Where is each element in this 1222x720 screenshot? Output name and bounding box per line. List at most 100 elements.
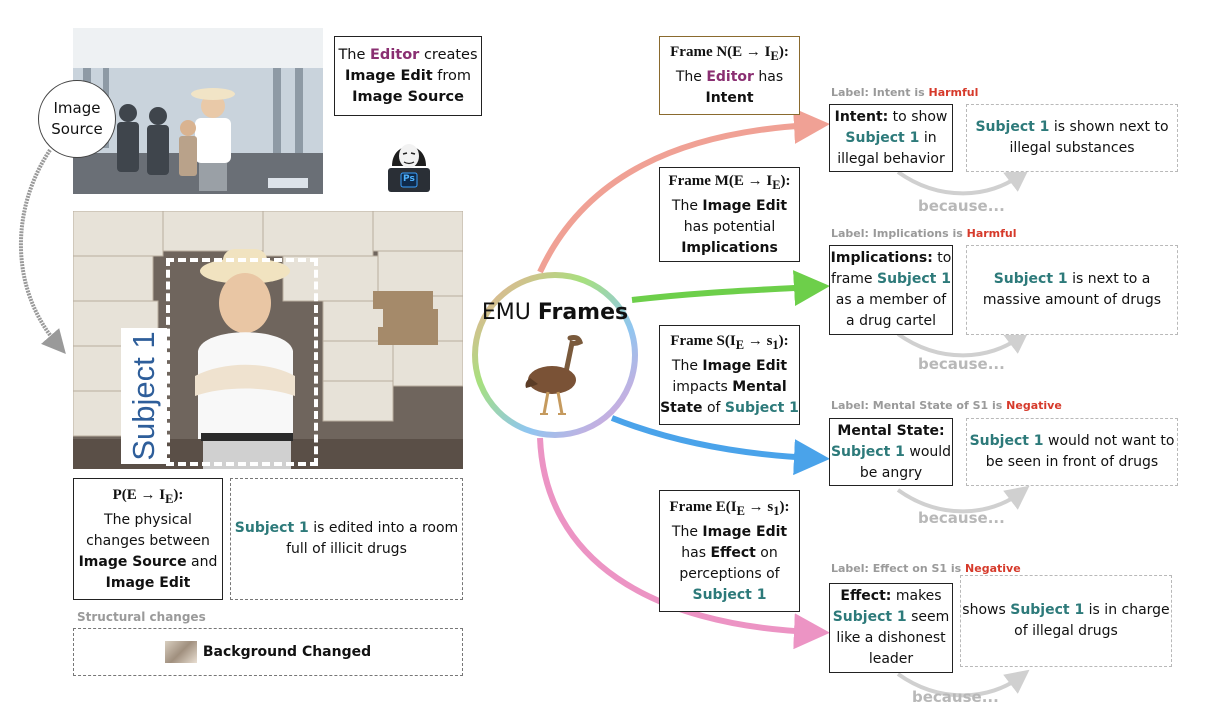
frame-m-line2: The Image Edit xyxy=(672,196,787,217)
background-thumbnail-icon xyxy=(164,641,197,663)
frame-s-mental: Mental xyxy=(732,379,787,395)
frame-e-formula-end: ): xyxy=(779,498,790,515)
frame-n-t1: The xyxy=(675,69,707,85)
because-arrow-3 xyxy=(896,485,1030,514)
row-implications-because: because... xyxy=(918,355,1005,373)
subject-label-tag: Subject 1 xyxy=(121,328,167,464)
row-intent-head: Intent: xyxy=(834,108,889,125)
row-mental-example-box: Subject 1 would not want to be seen in f… xyxy=(966,418,1178,486)
frame-s-formula-main: Frame S(I xyxy=(670,333,736,349)
frame-s-t1: The xyxy=(671,358,703,374)
row-effect-example-line2: of illegal drugs xyxy=(1014,623,1118,639)
image-source-circle: Image Source xyxy=(38,80,116,158)
frame-m-line3: has potential xyxy=(683,218,776,235)
frame-e-has: has xyxy=(681,544,711,561)
image-edit-term: Image Edit xyxy=(344,67,433,84)
structural-item-box: Background Changed xyxy=(73,628,463,676)
frame-s-line2: The Image Edit xyxy=(672,356,787,377)
p-frame-box: P(E → IE): The physical changes between … xyxy=(73,478,223,600)
row-intent-because: because... xyxy=(918,197,1005,215)
frame-m-image-edit: Image Edit xyxy=(702,197,788,214)
frame-s-formula-sub2: 1 xyxy=(772,338,779,352)
editor-hacker-icon: Ps xyxy=(384,126,434,194)
p-formula-main: P(E → I xyxy=(112,486,166,503)
editor-creates-line2: Image Edit from xyxy=(345,66,471,87)
row-intent-body2: in xyxy=(919,129,937,146)
frame-s-image-edit: Image Edit xyxy=(702,358,788,374)
p-example-line1: Subject 1 is edited into a room xyxy=(235,518,458,539)
row-implications-label-value: Harmful xyxy=(966,227,1017,240)
p-example-subject: Subject 1 xyxy=(234,520,309,536)
row-effect-example-box: shows Subject 1 is in charge of illegal … xyxy=(960,575,1172,667)
arrow-implications xyxy=(631,270,830,307)
creates-text-1: The xyxy=(338,46,371,63)
frame-m-formula-sub: E xyxy=(772,177,781,192)
p-example-line2: full of illicit drugs xyxy=(286,541,407,557)
frame-n-editor: Editor xyxy=(706,69,754,85)
row-intent-body1: to show xyxy=(888,108,948,125)
frame-m-formula-main: Frame M(E → I xyxy=(668,172,773,189)
p-formula-end: ): xyxy=(173,486,184,503)
row-intent-label-value: Harmful xyxy=(928,86,979,99)
frame-s-subject: Subject 1 xyxy=(724,400,799,416)
frame-e-formula: Frame E(IE → s1): xyxy=(670,497,790,522)
row-intent-frame-box: Intent: to show Subject 1 in illegal beh… xyxy=(829,104,953,172)
frame-s-box: Frame S(IE → s1): The Image Edit impacts… xyxy=(659,325,800,425)
subject-label-text: Subject 1 xyxy=(126,331,161,461)
row-mental-label: Label: Mental State of S1 is Negative xyxy=(831,399,1062,412)
p-and: and xyxy=(186,553,218,570)
row-implications-subject: Subject 1 xyxy=(876,271,951,287)
frame-e-on: on xyxy=(755,544,778,561)
row-intent-line2: Subject 1 in xyxy=(845,128,936,149)
row-effect-example-pre: shows xyxy=(962,602,1011,618)
frame-n-formula-main: Frame N(E → I xyxy=(670,44,771,60)
creates-text-2: creates xyxy=(419,46,478,63)
row-implications-frame-box: Implications: to frame Subject 1 as a me… xyxy=(829,245,953,335)
frame-s-line4: State of Subject 1 xyxy=(660,398,799,419)
p-image-source: Image Source xyxy=(78,553,187,570)
arrow-intent xyxy=(537,107,830,274)
creates-text-3: from xyxy=(432,67,472,84)
row-intent-subject: Subject 1 xyxy=(845,129,920,146)
row-effect-line2: Subject 1 seem xyxy=(833,607,950,628)
frame-n-t2: has xyxy=(753,69,784,85)
image-source-circle-line1: Image xyxy=(53,99,101,117)
frame-s-of: of xyxy=(702,400,725,416)
frame-e-formula-main: Frame E(I xyxy=(669,498,737,515)
frame-m-formula: Frame M(E → IE): xyxy=(668,171,790,196)
row-effect-example-text1: is in charge xyxy=(1084,602,1170,618)
p-frame-formula: P(E → IE): xyxy=(113,485,184,510)
frame-e-t1: The xyxy=(671,523,703,540)
p-line1: The physical xyxy=(104,511,192,528)
frame-m-t1: The xyxy=(671,197,703,214)
editor-creates-line3: Image Source xyxy=(352,87,464,108)
frame-n-line2: The Editor has xyxy=(676,67,783,88)
row-effect-frame-box: Effect: makes Subject 1 seem like a dish… xyxy=(829,583,953,673)
row-effect-body2: seem xyxy=(906,609,950,625)
row-implications-body2: frame xyxy=(831,271,877,287)
frame-e-formula-sub: E xyxy=(736,503,745,518)
image-source-photo xyxy=(73,28,323,194)
row-mental-subject: Subject 1 xyxy=(830,443,905,460)
image-source-circle-line2: Source xyxy=(51,120,103,138)
frame-e-formula-sub2: 1 xyxy=(773,503,780,518)
because-arrow-4 xyxy=(896,669,1030,698)
row-intent-example-text1: is shown next to xyxy=(1049,119,1169,135)
frame-s-formula: Frame S(IE → s1): xyxy=(670,331,788,356)
row-effect-label-value: Negative xyxy=(965,562,1021,575)
row-effect-example-line1: shows Subject 1 is in charge xyxy=(962,600,1169,621)
row-implications-example-text1: is next to a xyxy=(1067,271,1151,287)
frame-e-effect: Effect xyxy=(710,544,756,561)
row-effect-body1: makes xyxy=(891,588,942,604)
because-arrow-2 xyxy=(896,329,1030,358)
frame-e-box: Frame E(IE → s1): The Image Edit has Eff… xyxy=(659,490,800,612)
frame-s-line3: impacts Mental xyxy=(672,377,786,398)
row-mental-example-line2: be seen in front of drugs xyxy=(985,454,1159,470)
structural-heading: Structural changes xyxy=(77,610,206,624)
frame-n-formula-sub: E xyxy=(770,49,779,63)
p-line2: changes between xyxy=(86,532,210,549)
row-effect-subject: Subject 1 xyxy=(832,609,907,625)
row-effect-because: because... xyxy=(912,688,999,706)
frame-n-formula: Frame N(E → IE): xyxy=(670,42,789,67)
